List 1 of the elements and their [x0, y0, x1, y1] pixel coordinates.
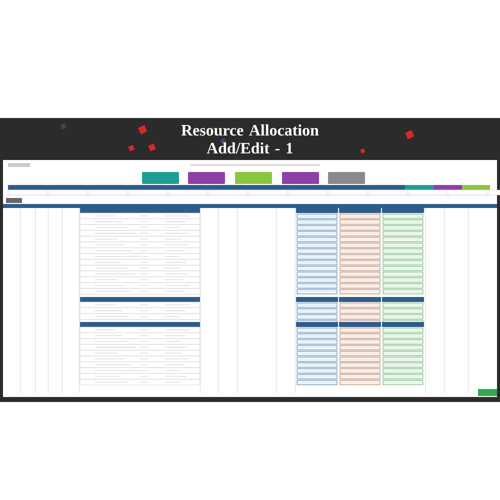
title: Resource Allocation Add/Edit - 1	[181, 124, 319, 154]
